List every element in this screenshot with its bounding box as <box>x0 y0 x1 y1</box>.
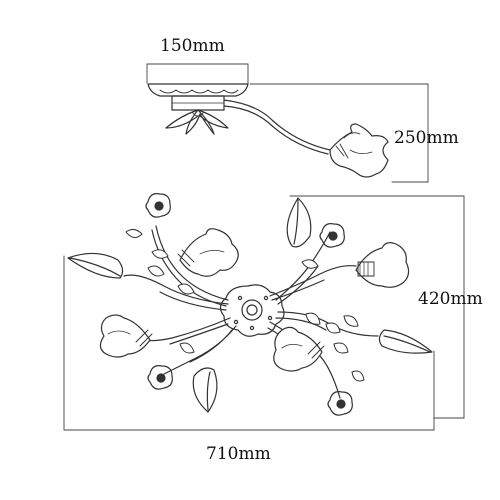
rose <box>147 365 173 390</box>
center-hub <box>219 284 285 337</box>
leaf <box>378 329 433 354</box>
side-arm <box>223 99 331 155</box>
leaf <box>67 252 124 279</box>
side-shade <box>329 123 389 178</box>
dim-right-height-label: 420mm <box>418 289 483 309</box>
dim-top-width-label: 150mm <box>160 36 225 56</box>
top-view <box>63 193 465 431</box>
rose <box>327 391 353 416</box>
leaf <box>286 197 312 248</box>
leaf <box>192 367 218 413</box>
shade <box>355 242 410 288</box>
rose <box>145 193 171 218</box>
dim-top-width-line <box>146 63 249 84</box>
side-view <box>146 63 429 183</box>
dim-bottom-width-label: 710mm <box>206 444 271 464</box>
canopy <box>147 83 249 111</box>
dim-side-height-line <box>249 83 429 183</box>
canopy-leaves <box>165 109 229 135</box>
rose <box>319 223 345 248</box>
glass-shades <box>99 228 410 372</box>
dim-side-height-label: 250mm <box>394 128 459 148</box>
large-leaves <box>67 197 433 413</box>
shade <box>99 314 153 358</box>
dim-frame <box>63 195 465 431</box>
small-leaves <box>125 228 365 382</box>
shade <box>177 228 239 277</box>
rose-ornaments <box>145 193 353 416</box>
shade <box>273 326 325 372</box>
